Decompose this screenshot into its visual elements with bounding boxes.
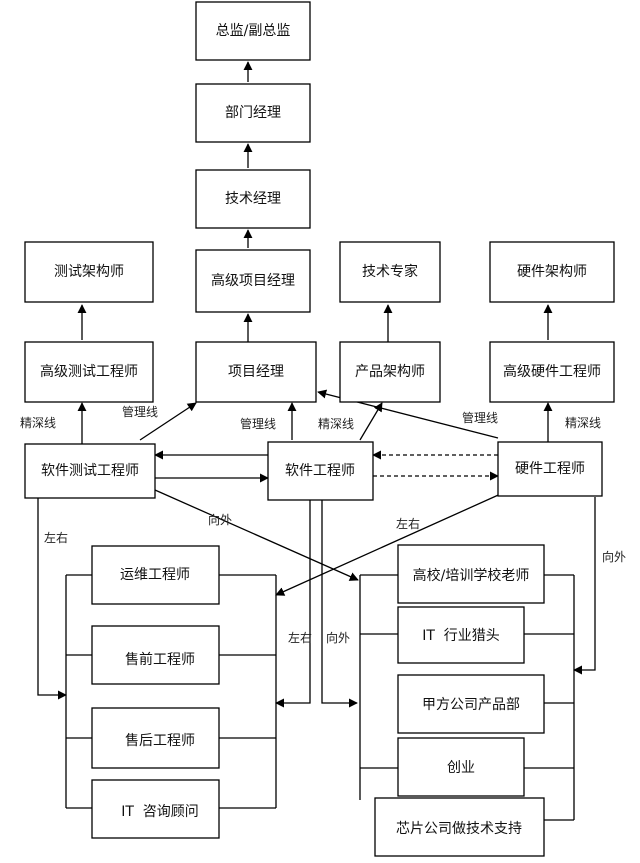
label-it-consultant: IT 咨询顾问 [121,804,199,820]
node-senior-hw-engineer [489,341,615,403]
node-presales-engineer [91,625,220,685]
node-headhunter [397,606,525,664]
edge-label-outward-right: 向外 [602,549,626,564]
label-sw-test-engineer: 软件测试工程师 [41,463,139,479]
connector-lines [37,61,596,821]
node-teacher [397,544,545,604]
label-dept-manager: 部门经理 [225,105,281,121]
label-startup: 创业 [447,760,475,776]
node-sw-engineer [267,441,374,501]
node-hw-architect [489,241,615,303]
node-senior-pm [195,249,311,313]
label-chip-support: 芯片公司做技术支持 [396,821,522,837]
node-tech-manager [195,169,311,229]
edge-sw-outward [321,500,358,708]
edge-label-deep-center: 精深线 [318,417,354,431]
edge-label-lateral-left: 左右 [44,530,68,545]
node-test-architect [24,241,154,303]
label-test-architect: 测试架构师 [54,264,124,280]
node-aftersales-engineer [91,707,220,769]
edge-hw-lateral [275,491,506,596]
label-hw-architect: 硬件架构师 [517,264,587,280]
label-aftersales-engineer: 售后工程师 [125,733,195,749]
edge-label-lateral-right: 左右 [396,516,420,531]
edge-swtest-to-pm [139,402,197,441]
node-director [195,1,311,61]
edge-label-mgmt-center: 管理线 [240,416,276,431]
label-hw-engineer: 硬件工程师 [515,461,585,477]
edge-label-deep-right: 精深线 [565,416,601,430]
label-client-product-dept: 甲方公司产品部 [422,697,520,713]
label-ops-engineer: 运维工程师 [120,567,190,583]
node-dept-manager [195,83,311,143]
node-startup [397,737,525,797]
edge-swtest-lateral [37,498,67,700]
label-tech-manager: 技术经理 [225,191,281,207]
edge-label-mgmt-right: 管理线 [462,410,498,425]
edge-swtest-outward [154,489,359,581]
label-senior-pm: 高级项目经理 [211,272,295,289]
edge-label-deep-left: 精深线 [20,416,56,430]
node-hw-engineer [497,441,603,497]
node-tech-expert [339,241,441,303]
label-pm: 项目经理 [228,364,284,380]
label-product-architect: 产品架构师 [355,364,425,380]
edge-label-outward-mid: 向外 [326,630,350,645]
node-senior-test-engineer [24,341,154,403]
label-senior-test-engineer: 高级测试工程师 [40,363,138,380]
node-ops-engineer [91,545,220,605]
label-tech-expert: 技术专家 [362,263,418,280]
node-sw-test-engineer [24,443,156,499]
node-client-product-dept [397,674,545,734]
edge-label-mgmt-left: 管理线 [122,404,158,419]
node-it-consultant [91,779,220,839]
label-presales-engineer: 售前工程师 [125,651,195,668]
label-headhunter: IT 行业猎头 [422,628,500,644]
edge-sw-lateral [275,500,311,708]
node-chip-support [374,797,545,857]
label-director: 总监/副总监 [216,23,291,39]
label-sw-engineer: 软件工程师 [285,463,355,479]
edge-sw-to-prodarch [359,402,383,441]
edge-hw-outward [573,497,596,675]
label-teacher: 高校/培训学校老师 [413,567,530,584]
label-senior-hw-engineer: 高级硬件工程师 [503,363,601,380]
edge-label-lateral-mid: 左右 [288,630,312,645]
edge-label-outward-center: 向外 [208,512,232,527]
node-boxes [24,1,615,857]
node-product-architect [339,341,441,403]
node-pm [195,341,317,403]
